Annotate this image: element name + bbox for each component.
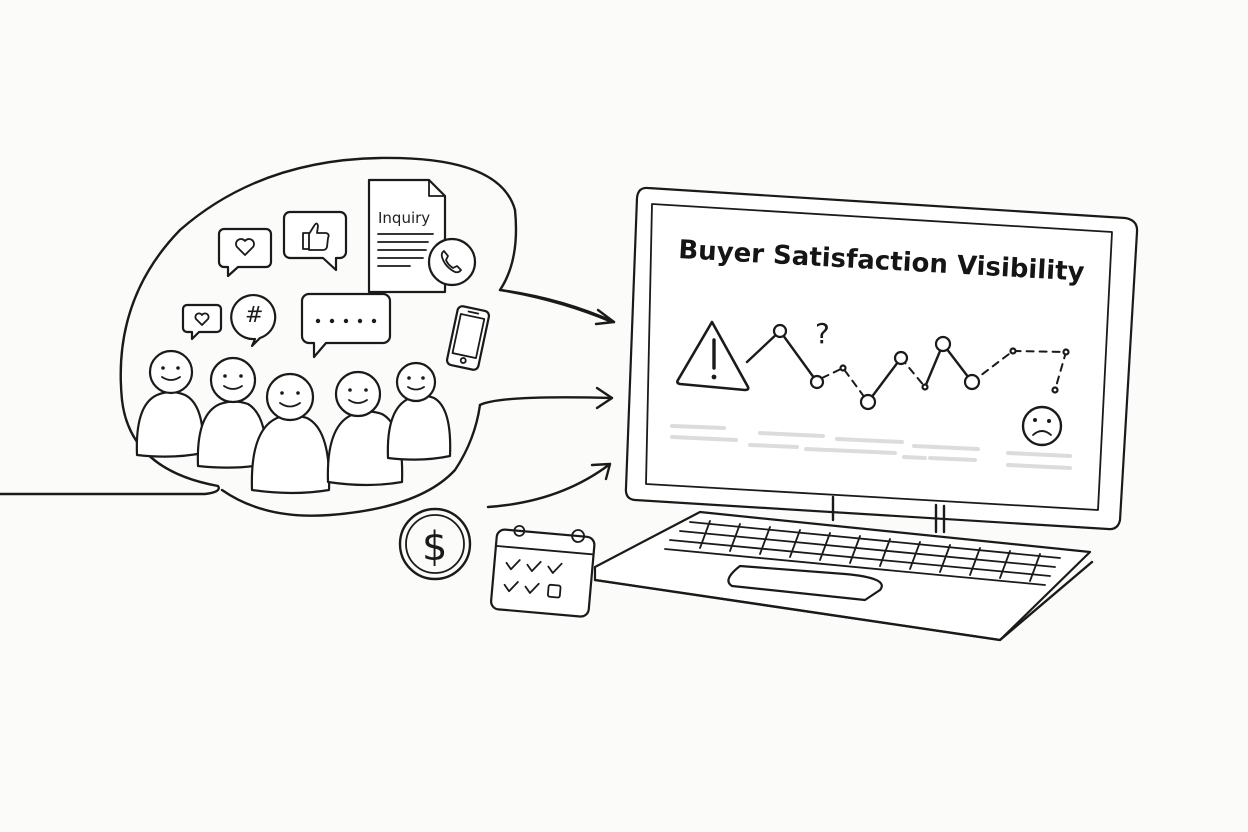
person-4	[326, 370, 404, 487]
hashtag-chat-icon: #	[230, 294, 277, 348]
person-1	[135, 349, 205, 458]
smartphone-icon	[445, 305, 491, 371]
svg-text:$: $	[422, 524, 447, 570]
person-3	[250, 372, 331, 495]
connector-line	[0, 156, 614, 496]
ellipsis-chat-icon	[300, 292, 392, 359]
keyboard	[664, 520, 1061, 586]
heart-chat-icon	[217, 227, 273, 278]
warning-icon	[676, 320, 750, 392]
phone-call-icon	[427, 237, 477, 287]
placeholder-text-lines	[670, 424, 1072, 470]
trackpad	[727, 564, 883, 602]
arrow-middle	[478, 386, 614, 410]
dollar-coin-icon: $	[398, 507, 472, 581]
person-2	[196, 356, 268, 469]
monitor: Buyer Satisfaction Visibility ?	[624, 186, 1139, 534]
thumbs-up-chat-icon	[282, 210, 348, 272]
question-mark: ?	[815, 317, 830, 350]
person-5	[386, 361, 452, 461]
sad-face-icon	[1021, 405, 1063, 447]
arrow-top	[498, 288, 616, 326]
laptop-base	[593, 510, 1094, 642]
inquiry-label: Inquiry	[378, 209, 430, 227]
people-group	[135, 349, 452, 495]
calendar-icon	[490, 524, 596, 618]
satisfaction-line-chart	[745, 323, 1070, 411]
arrow-bottom	[486, 462, 612, 509]
small-heart-chat-icon	[181, 303, 223, 341]
inquiry-document-icon: Inquiry	[367, 178, 447, 294]
thought-bubble-lower-edge	[220, 403, 482, 517]
svg-text:#: #	[245, 303, 263, 328]
